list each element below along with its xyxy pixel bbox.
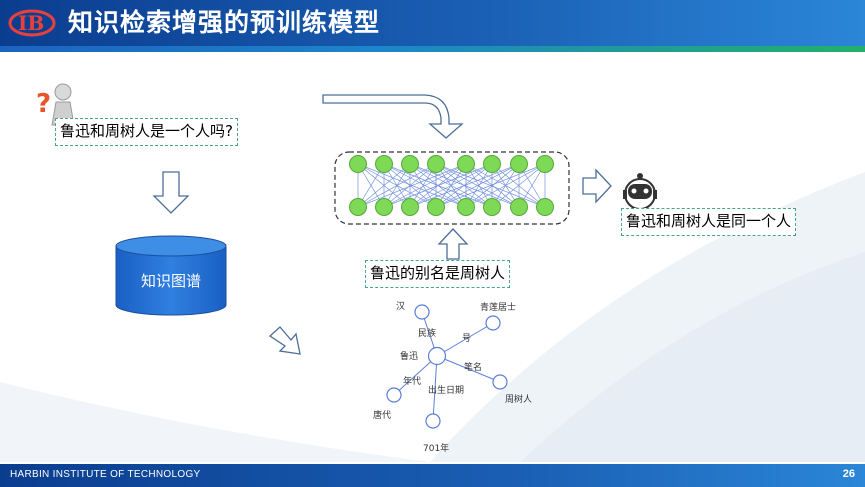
nn-connection <box>409 163 493 208</box>
nn-connection <box>409 163 520 208</box>
nn-connection <box>491 163 546 208</box>
nn-connection <box>435 163 546 208</box>
hollow-arrow-down <box>152 171 190 214</box>
question-box: 鲁迅和周树人是一个人吗? <box>55 118 238 146</box>
footer-bar: HARBIN INSTITUTE OF TECHNOLOGY 26 <box>0 464 865 487</box>
nn-top-node <box>536 155 554 173</box>
nn-top-node <box>457 155 475 173</box>
svg-text:?: ? <box>36 89 51 119</box>
neural-network <box>334 151 570 225</box>
nn-connection <box>357 163 467 208</box>
hollow-arrow-diagonal <box>268 326 301 355</box>
kg-node-han <box>414 304 430 320</box>
answer-text: 鲁迅和周树人是同一个人 <box>626 212 792 230</box>
hollow-arrow-right <box>582 168 612 204</box>
kg-node-group <box>386 304 508 429</box>
hit-logo-icon: IB <box>8 9 56 37</box>
kg-edge-label: 笔名 <box>464 361 482 373</box>
nn-top-node <box>483 155 501 173</box>
background-art <box>0 172 865 462</box>
nn-bottom-node <box>483 198 501 216</box>
nn-connection <box>465 163 520 208</box>
nn-bottom-node <box>457 198 475 216</box>
kg-node-zhoushuren <box>492 374 508 390</box>
robot-icon <box>623 173 657 210</box>
nn-connection <box>357 163 411 208</box>
nn-bottom-node <box>349 198 367 216</box>
kg-node-label: 唐代 <box>373 409 391 421</box>
kg-edge-label: 号 <box>462 333 471 344</box>
nn-top-node <box>375 155 393 173</box>
slide-title: 知识检索增强的预训练模型 <box>68 8 381 37</box>
nn-connection <box>465 163 546 208</box>
header-stripe <box>0 46 865 52</box>
kg-edge-label: 年代 <box>403 375 421 387</box>
nn-top-node <box>427 155 445 173</box>
nn-bottom-node <box>375 198 393 216</box>
knowledge-graph <box>393 311 501 422</box>
kg-node-label: 汉 <box>396 301 405 312</box>
knowledge-base-label: 知识图谱 <box>141 272 201 290</box>
retrieved-fact-text: 鲁迅的别名是周树人 <box>370 264 506 282</box>
nn-connection <box>383 163 467 208</box>
nn-bottom-node <box>401 198 419 216</box>
nn-bottom-node <box>510 198 528 216</box>
nn-top-node <box>510 155 528 173</box>
svg-text:IB: IB <box>18 11 44 35</box>
nn-connection <box>357 163 437 208</box>
nn-connection <box>383 163 493 208</box>
title-bar: IB 知识检索增强的预训练模型 <box>0 0 865 46</box>
hollow-arrow-up <box>437 228 469 260</box>
kg-node-label: 青莲居士 <box>480 301 516 313</box>
kg-node-label: 周树人 <box>505 393 532 405</box>
answer-box: 鲁迅和周树人是同一个人 <box>621 208 797 236</box>
nn-top-node <box>349 155 367 173</box>
knowledge-base-cylinder: 知识图谱 <box>115 235 227 316</box>
kg-edge-label: 出生日期 <box>428 384 464 396</box>
nn-bottom-node <box>536 198 554 216</box>
kg-edge-label: 民族 <box>418 327 436 339</box>
question-text: 鲁迅和周树人是一个人吗? <box>60 122 233 140</box>
nn-bottom-node <box>427 198 445 216</box>
kg-node-label: 701年 <box>423 442 449 454</box>
nn-connection <box>435 163 520 208</box>
kg-node-label: 鲁迅 <box>400 350 418 362</box>
hollow-arrow-top <box>322 94 464 139</box>
kg-node-701 <box>425 413 441 429</box>
retrieved-fact-box: 鲁迅的别名是周树人 <box>365 260 511 288</box>
nn-top-node <box>401 155 419 173</box>
page-number: 26 <box>842 468 855 480</box>
kg-node-luxun <box>427 346 447 366</box>
nn-connection <box>383 163 437 208</box>
institution-name: HARBIN INSTITUTE OF TECHNOLOGY <box>10 469 201 480</box>
kg-node-tang <box>386 387 402 403</box>
kg-node-qinglian <box>485 315 501 331</box>
